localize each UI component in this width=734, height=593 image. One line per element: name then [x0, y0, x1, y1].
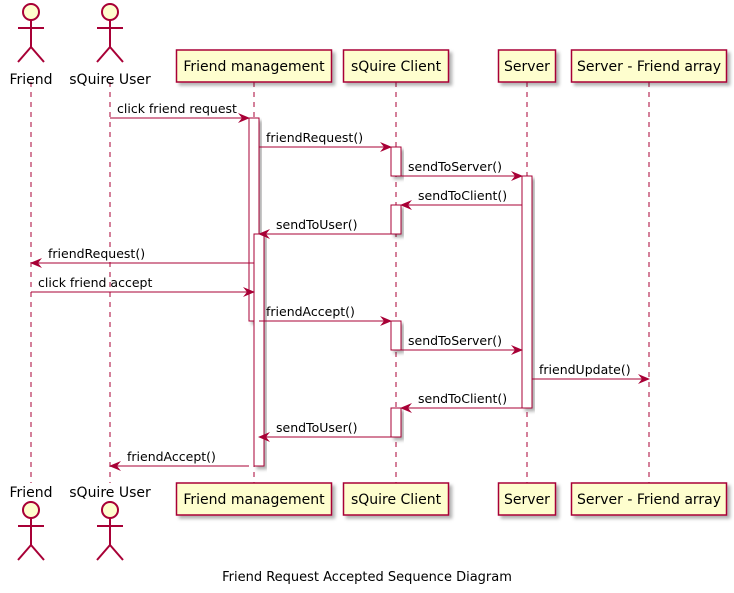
- message: sendToClient(): [400, 188, 522, 210]
- participant-box: [175, 482, 333, 516]
- actor-squire-user: sQuire User: [69, 3, 151, 88]
- message: sendToServer(): [401, 333, 523, 355]
- actor-leg-icon: [96, 544, 111, 561]
- actor-leg-icon: [17, 544, 32, 561]
- message-label: sendToClient(): [418, 391, 507, 406]
- actor-leg-icon: [30, 544, 45, 561]
- actor-leg-icon: [17, 46, 32, 63]
- message-label: friendAccept(): [127, 449, 216, 464]
- participant-box: [570, 482, 728, 516]
- actor-squire-user: sQuire User: [69, 485, 151, 561]
- activation-bar-friend-mgmt: [253, 233, 265, 467]
- participant-squire-client: sQuire Client: [342, 49, 450, 83]
- message-label: sendToServer(): [408, 159, 502, 174]
- message: friendAccept(): [109, 449, 249, 471]
- participant-label: Server - Friend array: [577, 59, 721, 75]
- participant-box: [570, 49, 728, 83]
- message: friendRequest(): [259, 130, 392, 152]
- participant-friend-mgmt: Friend management: [175, 482, 333, 516]
- participant-box: [342, 49, 450, 83]
- participant-server: Server: [497, 49, 557, 83]
- message-label: sendToServer(): [408, 333, 502, 348]
- participant-label: Friend management: [183, 59, 325, 75]
- actor-head-icon: [101, 501, 119, 519]
- participant-server-friend-array: Server - Friend array: [570, 49, 728, 83]
- messages: click friend request friendRequest() sendT…: [30, 101, 650, 471]
- actor-friend: Friend: [9, 3, 53, 88]
- activation-bar-squire-client: [390, 407, 402, 438]
- participant-server-friend-array: Server - Friend array: [570, 482, 728, 516]
- message-label: friendRequest(): [266, 130, 363, 145]
- message: sendToUser(): [258, 420, 391, 442]
- actor-label: sQuire User: [69, 485, 151, 501]
- activation-bar-squire-client: [390, 146, 402, 177]
- message: click friend accept: [31, 275, 255, 297]
- participant-box: [175, 49, 333, 83]
- participant-box: [497, 482, 557, 516]
- activation-bar-squire-client: [390, 204, 402, 235]
- participant-box: [342, 482, 450, 516]
- actor-head-icon: [22, 501, 40, 519]
- activation-bar-server: [521, 175, 533, 409]
- actor-label: Friend: [9, 485, 52, 501]
- message-label: friendRequest(): [48, 246, 145, 261]
- message-label: friendAccept(): [266, 304, 355, 319]
- participant-squire-client: sQuire Client: [342, 482, 450, 516]
- participant-label: sQuire Client: [351, 492, 442, 508]
- participant-box: [497, 49, 557, 83]
- message: sendToClient(): [400, 391, 522, 413]
- actor-head-icon: [22, 3, 40, 21]
- message-label: sendToUser(): [276, 420, 357, 435]
- participant-label: Friend management: [183, 492, 325, 508]
- diagram-caption: Friend Request Accepted Sequence Diagram: [222, 570, 512, 585]
- activation-bar-squire-client: [390, 320, 402, 351]
- actor-leg-icon: [109, 46, 124, 63]
- message-label: click friend request: [117, 101, 237, 116]
- activation-bars: [248, 117, 533, 467]
- message: friendRequest(): [30, 246, 254, 268]
- participant-label: Server: [504, 492, 550, 508]
- participant-label: Server - Friend array: [577, 492, 721, 508]
- actor-leg-icon: [30, 46, 45, 63]
- actor-leg-icon: [109, 544, 124, 561]
- participant-server: Server: [497, 482, 557, 516]
- message: sendToServer(): [401, 159, 523, 181]
- actor-friend: Friend: [9, 485, 53, 561]
- participant-label: sQuire Client: [351, 59, 442, 75]
- actor-head-icon: [101, 3, 119, 21]
- message: click friend request: [110, 101, 250, 123]
- actor-label: sQuire User: [69, 72, 151, 88]
- participant-label: Server: [504, 59, 550, 75]
- message-label: sendToUser(): [276, 217, 357, 232]
- message: friendAccept(): [259, 304, 392, 326]
- actor-leg-icon: [96, 46, 111, 63]
- actor-label: Friend: [9, 72, 52, 88]
- participant-friend-mgmt: Friend management: [175, 49, 333, 83]
- message-label: friendUpdate(): [539, 362, 631, 377]
- message-label: click friend accept: [38, 275, 152, 290]
- message: friendUpdate(): [532, 362, 650, 384]
- message-label: sendToClient(): [418, 188, 507, 203]
- message: sendToUser(): [258, 217, 391, 239]
